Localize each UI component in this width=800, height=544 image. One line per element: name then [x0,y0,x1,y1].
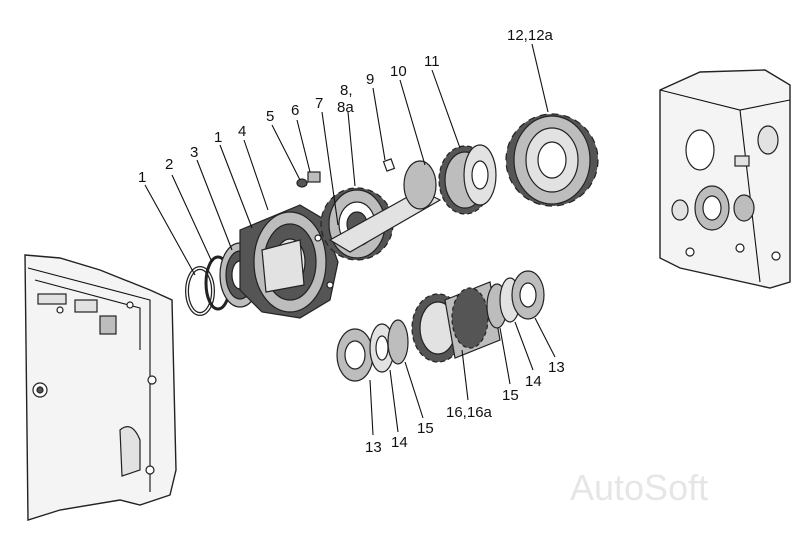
callout-6: 6 [291,102,299,119]
watermark-text: AutoSoft [570,467,708,508]
callout-4: 4 [238,123,246,140]
callout-1a: 1 [138,169,146,186]
shaft-10 [328,158,442,253]
callout-10: 10 [390,63,407,80]
bearing-13-left [336,328,374,382]
callout-13a: 13 [365,439,382,456]
left-housing [24,254,177,521]
callout-7: 7 [315,95,323,112]
callout-1b: 1 [214,129,222,146]
bolt-5 [296,178,308,188]
callout-14b: 14 [525,373,542,390]
callout-15a: 15 [417,420,434,437]
callout-16: 16,16a [446,404,493,421]
callout-13b: 13 [548,359,565,376]
callout-5: 5 [266,108,274,125]
callout-2: 2 [165,156,173,173]
callout-15b: 15 [502,387,519,404]
callout-8: 8, [340,82,353,99]
gear-16 [411,281,501,363]
nut-6 [307,171,321,183]
gear-11 [438,144,497,215]
gear-12 [505,113,599,207]
callout-11: 11 [424,53,440,70]
bearing-13-right [511,270,545,320]
leader-lines [144,43,556,436]
callout-9: 9 [366,71,374,88]
callout-14a: 14 [391,434,408,451]
circlip-1 [185,266,215,316]
callout-12: 12,12a [507,27,554,44]
bearing-cap-4 [239,204,339,319]
right-housing [659,69,791,289]
callout-3: 3 [190,144,198,161]
callout-8a: 8a [337,99,354,116]
ring-15-left [387,319,409,365]
